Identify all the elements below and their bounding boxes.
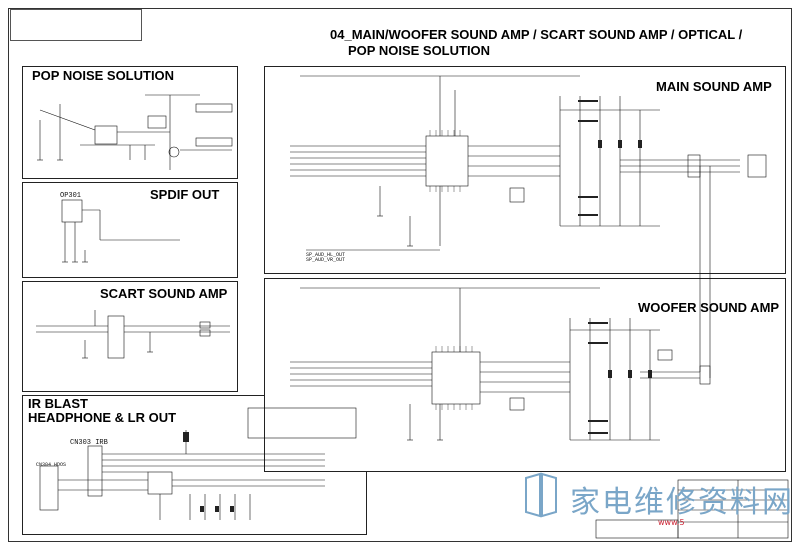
main-amp-ic <box>425 135 469 187</box>
sheet-title-line1: 04_MAIN/WOOFER SOUND AMP / SCART SOUND A… <box>330 27 743 42</box>
pop-ic <box>94 125 118 145</box>
woofer-amp-ic <box>431 351 481 405</box>
title-block <box>677 479 789 539</box>
woofer-speaker-connector <box>699 365 711 385</box>
spdif-title: SPDIF OUT <box>150 187 220 202</box>
main-amp-title: MAIN SOUND AMP <box>656 79 772 94</box>
scart-title: SCART SOUND AMP <box>100 286 228 301</box>
net-label-hl: SP_AUD_HL_OUT <box>306 252 346 258</box>
ir-ic <box>147 471 173 495</box>
spdif-box <box>22 182 238 278</box>
scart-box <box>22 281 238 392</box>
net-label-vr: SP_AUD_VR_OUT <box>306 257 346 263</box>
spdif-connector <box>61 199 83 223</box>
watermark-logo-icon <box>525 472 557 518</box>
sheet-title-line2: POP NOISE SOLUTION <box>348 43 491 58</box>
sheet-frame <box>8 8 792 542</box>
ir-title-line2: HEADPHONE & LR OUT <box>28 410 177 425</box>
woofer-amp-box <box>264 278 786 472</box>
watermark-url: www.5 <box>658 518 685 527</box>
watermark-text: 家电维修资料网 <box>570 485 794 520</box>
woofer-amp-title: WOOFER SOUND AMP <box>638 300 780 315</box>
op301-label: OP301 <box>60 192 82 200</box>
sheet-title: 04_MAIN/WOOFER SOUND AMP / SCART SOUND A… <box>330 27 742 59</box>
ir-title-line1: IR BLAST <box>28 396 88 411</box>
scart-ic <box>107 315 125 359</box>
spec-table-box <box>247 407 357 439</box>
cn303-connector <box>87 445 103 497</box>
pop-noise-title: POP NOISE SOLUTION <box>32 68 175 83</box>
pop-relay <box>147 115 167 129</box>
cn304-label: CN304 HDOS <box>36 462 67 468</box>
cn303-label: CN303 IRB <box>70 439 108 447</box>
cn304-connector <box>39 465 59 511</box>
header-notes <box>10 9 142 41</box>
speaker-out-connector <box>747 154 767 178</box>
